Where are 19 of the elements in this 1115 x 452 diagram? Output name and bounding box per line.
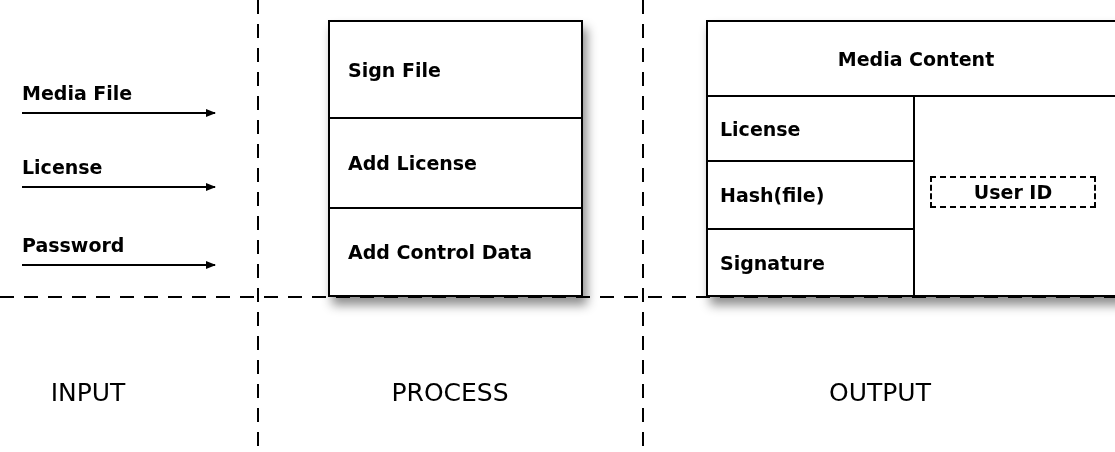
input-label: Password bbox=[22, 224, 192, 265]
table-cell: User ID bbox=[930, 176, 1096, 208]
table-row: Hash(file) bbox=[708, 162, 915, 230]
table-row: Add License bbox=[330, 119, 581, 209]
table-row: Add Control Data bbox=[330, 209, 581, 295]
arrow bbox=[21, 109, 216, 117]
process-table bbox=[328, 20, 583, 297]
table-row: Signature bbox=[708, 230, 915, 295]
arrow bbox=[21, 183, 216, 191]
output-table bbox=[706, 20, 1115, 297]
table-row: License bbox=[708, 97, 915, 162]
column-heading: OUTPUT bbox=[829, 378, 931, 407]
table-header: Media Content bbox=[708, 22, 1115, 97]
column-heading: INPUT bbox=[50, 378, 126, 407]
table-row: Sign File bbox=[330, 22, 581, 119]
input-label: Media File bbox=[22, 72, 192, 113]
column-heading: PROCESS bbox=[391, 378, 509, 407]
input-label: License bbox=[22, 146, 192, 187]
arrow bbox=[21, 261, 216, 269]
